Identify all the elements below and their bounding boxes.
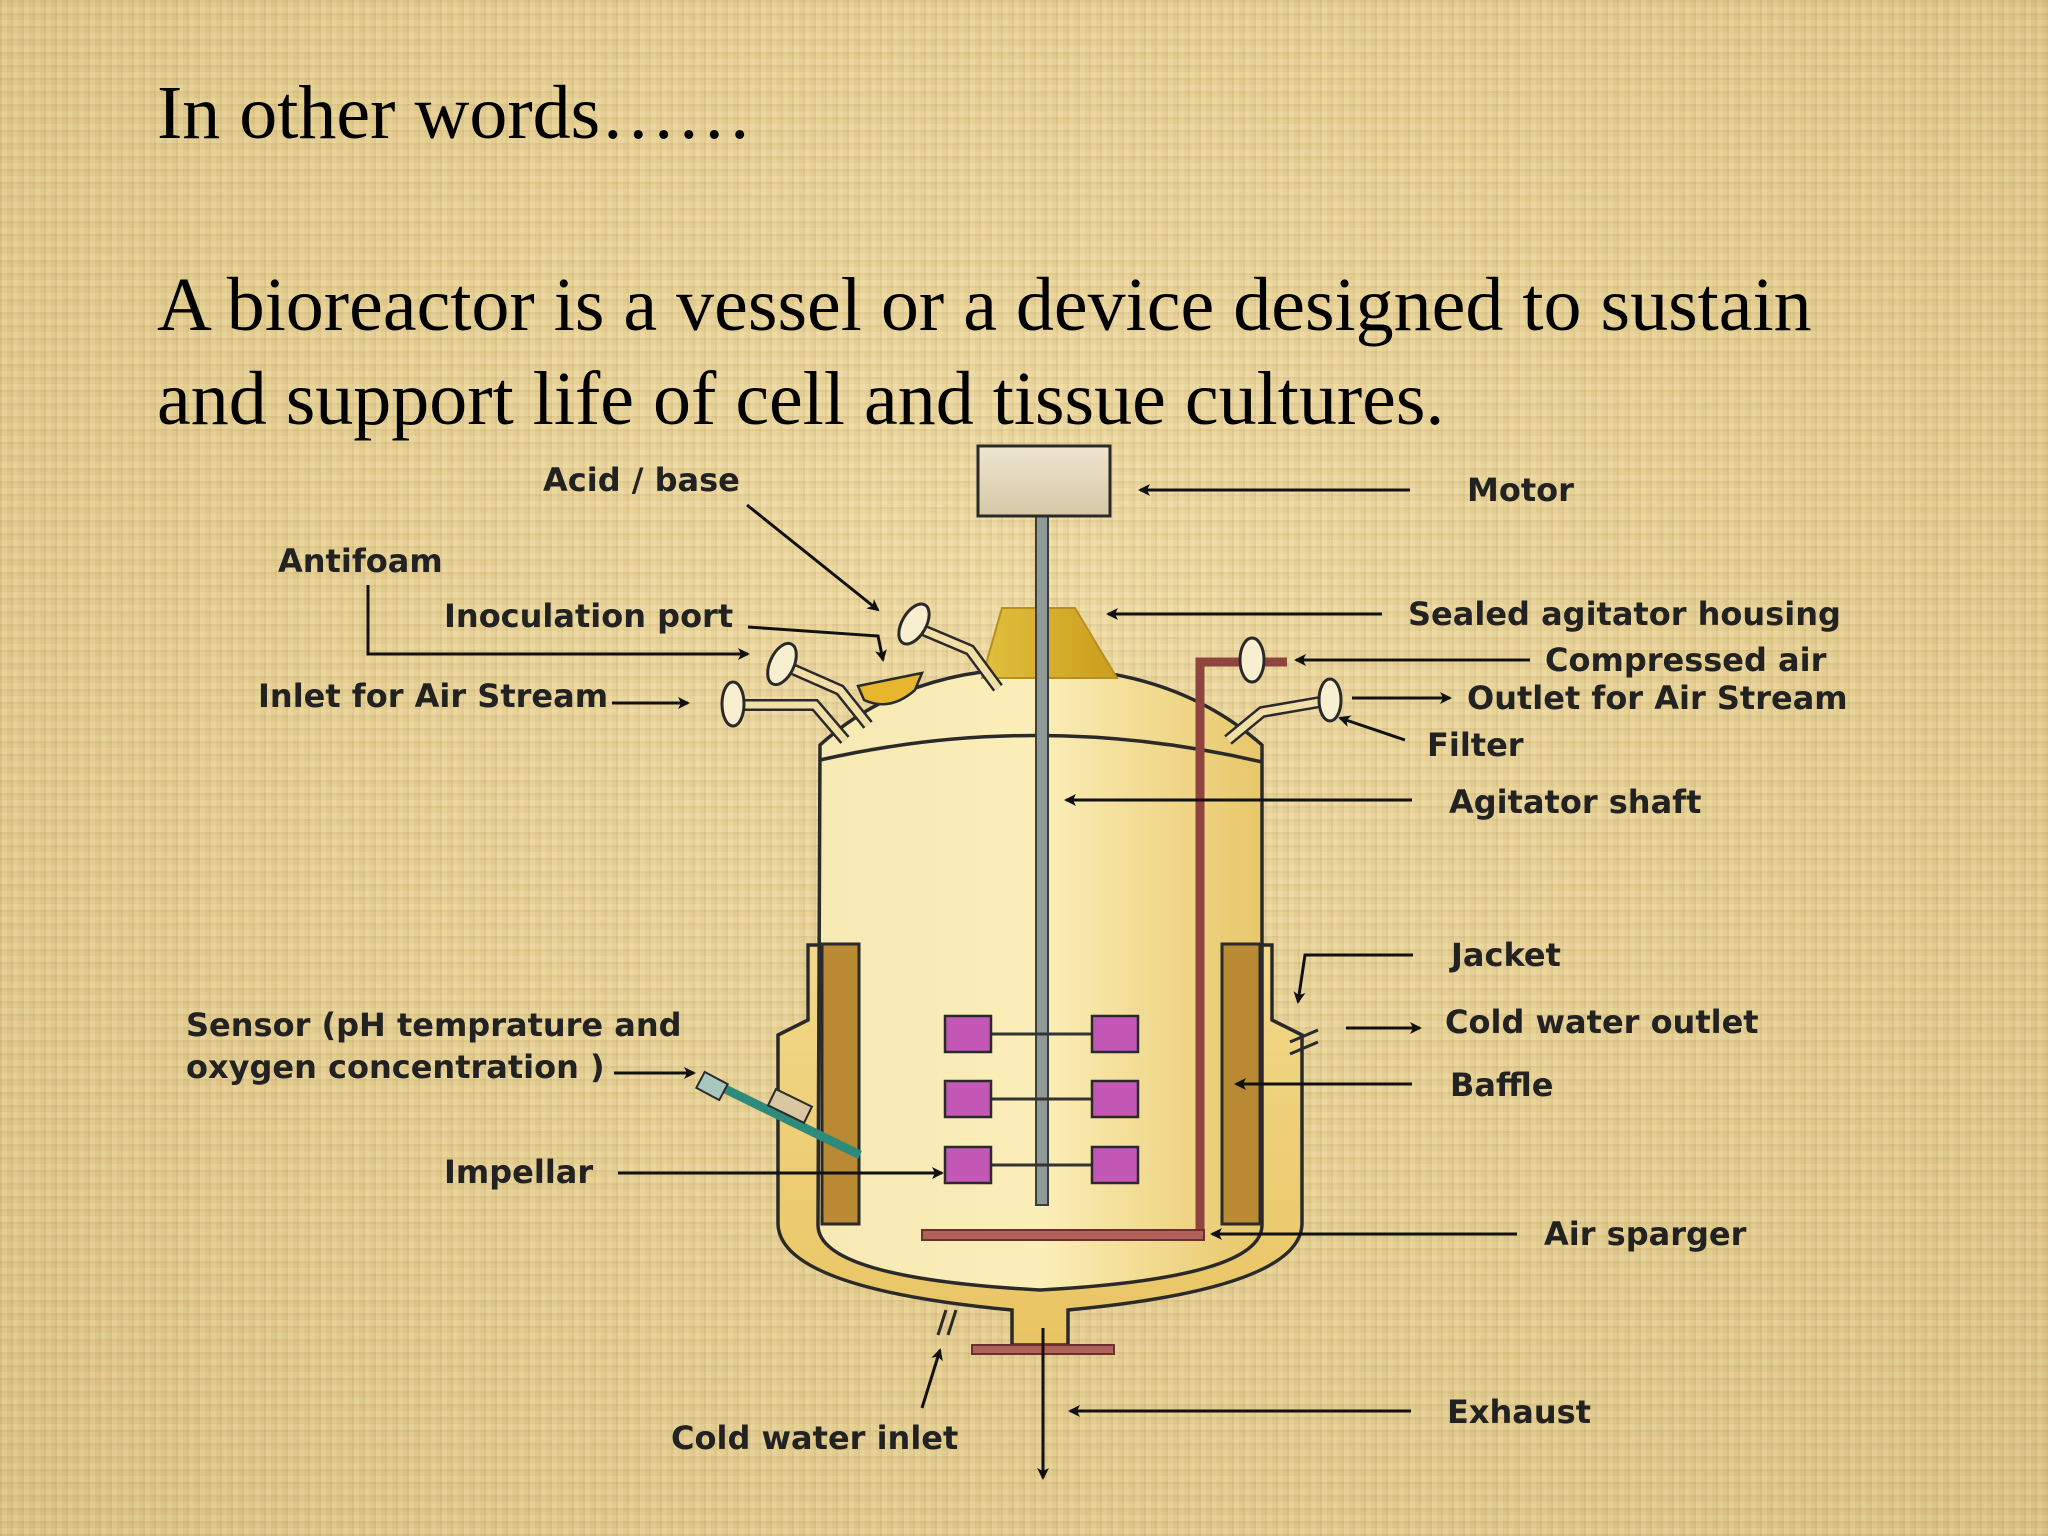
slide-body-line-1: A bioreactor is a vessel or a device des…: [157, 263, 1812, 347]
label-motor: Motor: [1467, 471, 1574, 509]
label-agitator-shaft: Agitator shaft: [1449, 783, 1701, 821]
agitator-housing: [980, 607, 1119, 679]
air-sparger: [921, 1229, 1205, 1241]
label-air-sparger: Air sparger: [1544, 1215, 1747, 1253]
slide-heading: In other words……: [157, 71, 753, 155]
label-filter: Filter: [1427, 726, 1524, 764]
label-baffle: Baffle: [1450, 1066, 1553, 1104]
label-inlet-air-stream: Inlet for Air Stream: [258, 677, 608, 715]
top-ports: [720, 602, 1343, 745]
label-impellar: Impellar: [444, 1153, 593, 1191]
water-port-breaks: [936, 1028, 1319, 1336]
impeller-blade: [943, 1145, 993, 1185]
label-cold-water-inlet: Cold water inlet: [671, 1419, 958, 1457]
label-acid-base: Acid / base: [543, 461, 740, 499]
impeller-assembly: [943, 1014, 1140, 1185]
motor-block: [976, 444, 1112, 518]
agitator-shaft: [1035, 514, 1049, 1206]
slide-body-line-2: and support life of cell and tissue cult…: [157, 357, 1445, 441]
label-antifoam: Antifoam: [278, 542, 443, 580]
label-outlet-air-stream: Outlet for Air Stream: [1467, 679, 1848, 717]
impeller-blade: [1090, 1145, 1140, 1185]
impeller-blade: [943, 1014, 993, 1054]
leader-lines: [366, 484, 1530, 1480]
label-sensor-line-2: oxygen concentration ): [186, 1048, 605, 1086]
label-sealed-agitator-housing: Sealed agitator housing: [1408, 595, 1841, 633]
impeller-blade: [1090, 1014, 1140, 1054]
slide-body: A bioreactor is a vessel or a device des…: [157, 258, 1812, 446]
baffle-left: [820, 942, 861, 1226]
label-sensor-line-1: Sensor (pH temprature and: [186, 1006, 682, 1044]
label-exhaust: Exhaust: [1447, 1393, 1591, 1431]
label-cold-water-outlet: Cold water outlet: [1445, 1003, 1759, 1041]
impeller-blade: [943, 1079, 993, 1119]
label-inoculation-port: Inoculation port: [444, 597, 733, 635]
sensor-probe: [694, 1070, 862, 1160]
label-jacket: Jacket: [1449, 936, 1561, 974]
label-compressed-air: Compressed air: [1545, 641, 1827, 679]
impeller-blade: [1090, 1079, 1140, 1119]
